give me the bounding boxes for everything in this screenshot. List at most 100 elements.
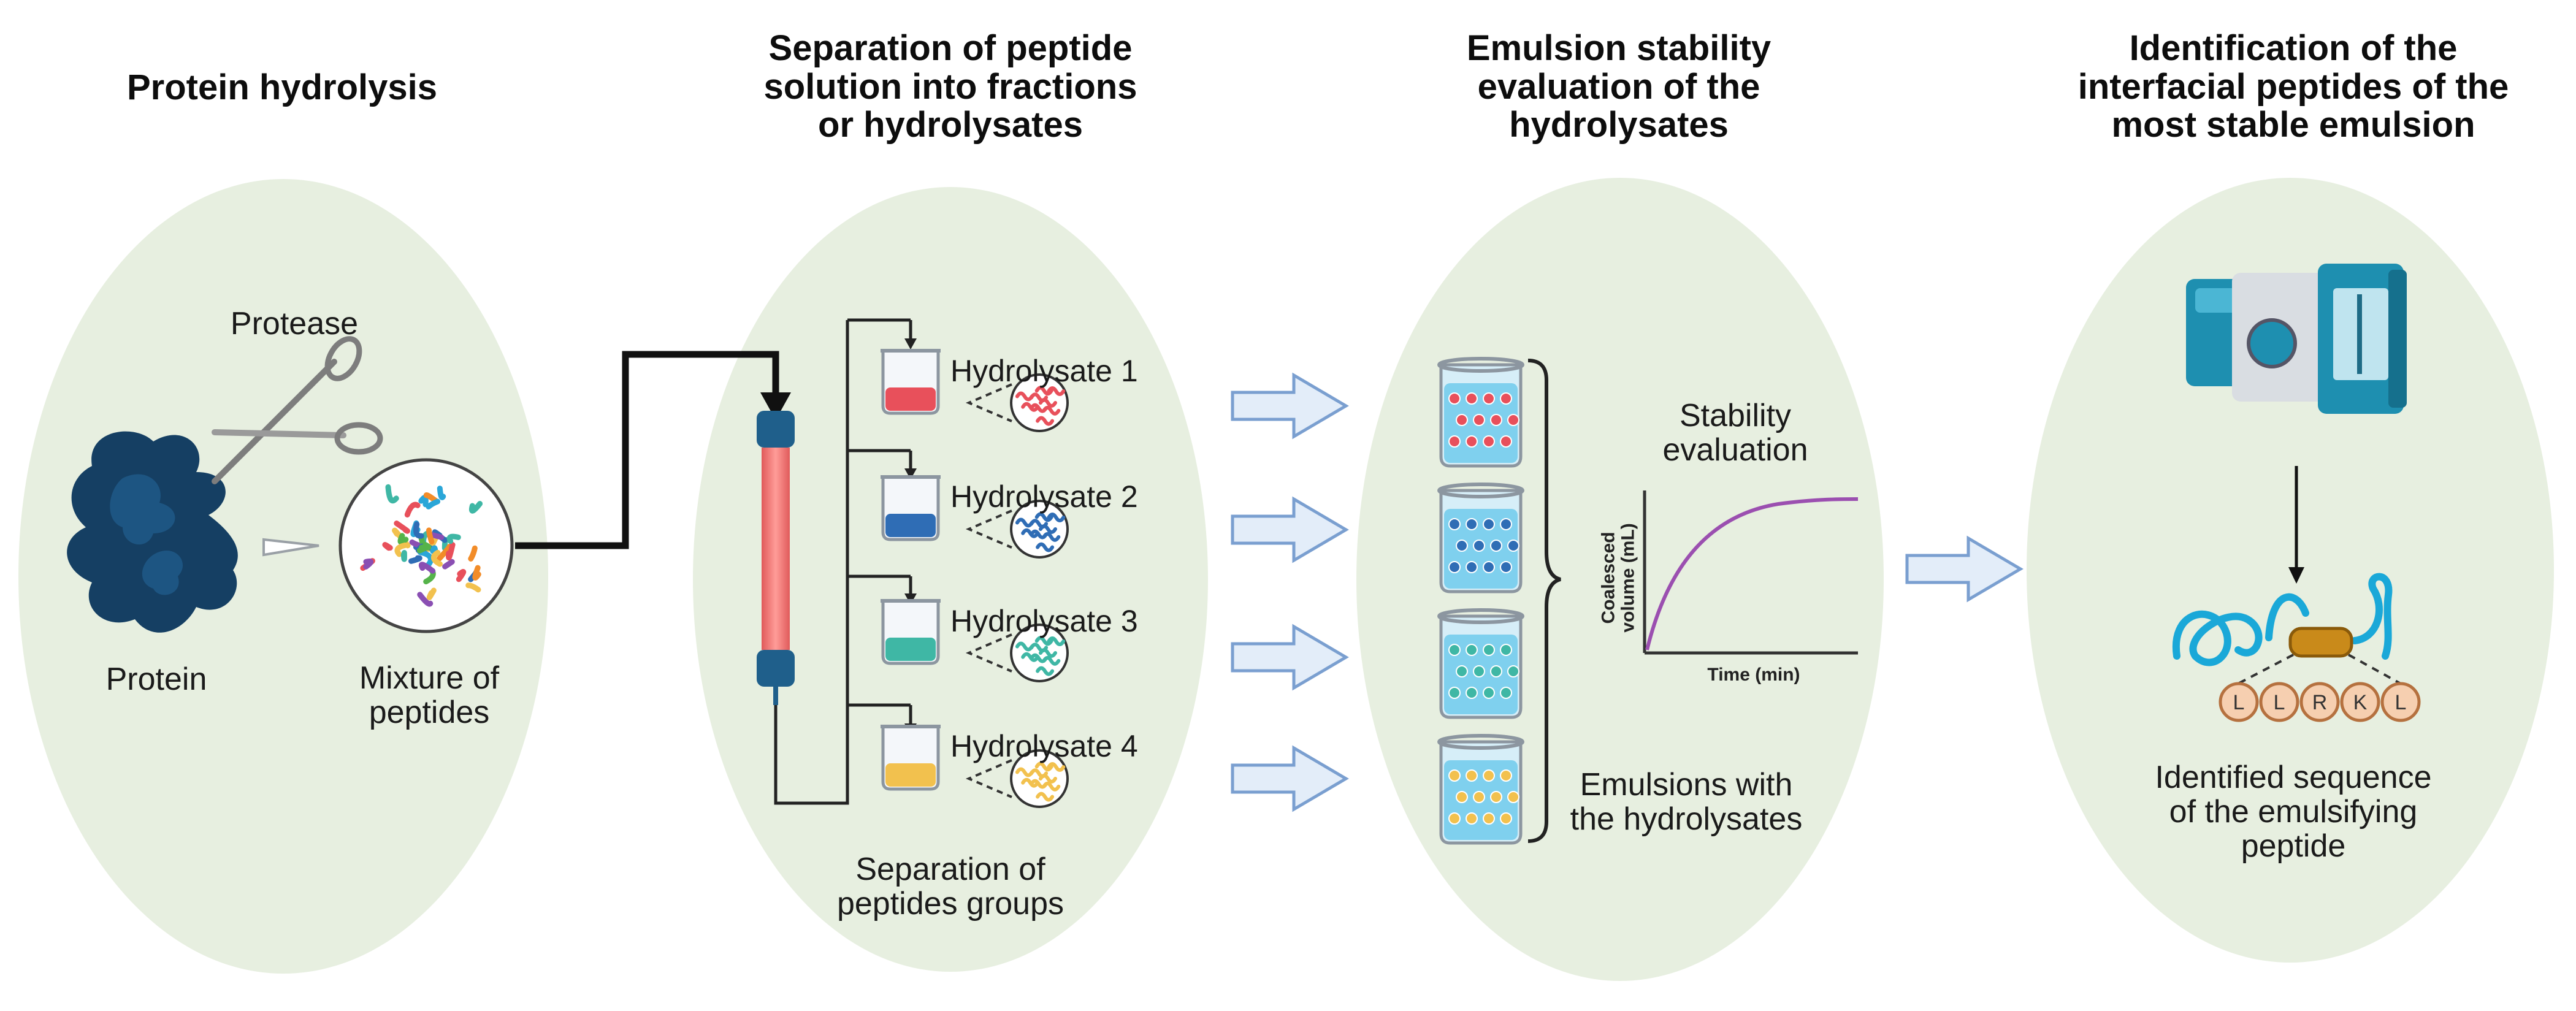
residue-letter: L xyxy=(2395,691,2407,714)
peptide-squiggle xyxy=(417,592,434,607)
stage-title-4: Identification of the interfacial peptid… xyxy=(2024,29,2563,145)
hydrolysate-label-3: Hydrolysate 3 xyxy=(950,604,1138,638)
peptide-squiggle xyxy=(408,555,422,564)
peptide-squiggle xyxy=(418,495,429,508)
hydrolysate-beaker-icon xyxy=(881,725,941,791)
stage-title-3-line: evaluation of the xyxy=(1477,66,1760,107)
peptide-squiggle xyxy=(382,541,393,551)
peptide-squiggle xyxy=(446,533,461,544)
emulsions-label: Emulsions with the hydrolysates xyxy=(1545,768,1827,836)
peptide-squiggle xyxy=(423,492,439,504)
peptide-squiggle xyxy=(468,545,478,562)
peptide-squiggle xyxy=(397,533,409,545)
block-arrow-4 xyxy=(1231,745,1349,812)
stage-title-2-line: or hydrolysates xyxy=(818,105,1083,145)
chromatography-column-icon xyxy=(757,411,795,705)
peptide-squiggle xyxy=(446,542,456,561)
protein-label: Protein xyxy=(105,662,207,697)
peptide-squiggle xyxy=(468,501,483,514)
stage-title-2-line: Separation of peptide xyxy=(768,28,1133,68)
hydrolysate-beaker-icon xyxy=(881,599,941,665)
peptide-squiggle xyxy=(426,527,435,545)
separation-footer-line: Separation of xyxy=(855,852,1045,887)
residue-letter: K xyxy=(2353,691,2368,714)
emulsions-label-line: the hydrolysates xyxy=(1570,801,1803,837)
residue-letter: R xyxy=(2312,691,2328,714)
residue-letter: L xyxy=(2274,691,2285,714)
panel2-ellipse xyxy=(693,187,1208,972)
peptide-squiggle xyxy=(418,562,436,574)
block-arrow-1 xyxy=(1231,372,1349,440)
peptide-core-icon xyxy=(2288,627,2353,658)
hydrolysate-label-2: Hydrolysate 2 xyxy=(950,479,1138,514)
emulsion-beaker-icon xyxy=(1437,734,1524,845)
block-arrow-5 xyxy=(1905,535,2024,603)
peptide-squiggle xyxy=(404,502,421,518)
stage-title-4-line: most stable emulsion xyxy=(2111,105,2475,145)
identification-arrowhead xyxy=(2288,567,2304,584)
peptide-squiggle xyxy=(385,484,399,504)
residue-bead-icon xyxy=(2380,682,2421,722)
peptide-zoom-icon xyxy=(1010,500,1069,559)
emulsion-beaker-icon xyxy=(1437,483,1524,593)
peptide-squiggle xyxy=(363,558,374,570)
peptide-squiggle xyxy=(456,569,467,582)
peptide-squiggle xyxy=(431,549,443,567)
caption-line: of the emulsifying xyxy=(2169,794,2418,830)
peptide-squiggle xyxy=(417,549,434,568)
stability-label-line: Stability xyxy=(1679,398,1792,433)
scissors-icon xyxy=(212,336,383,484)
peptide-chain-icon xyxy=(2172,573,2393,666)
hydrolysate-label-1: Hydrolysate 1 xyxy=(950,354,1138,388)
stability-label-line: evaluation xyxy=(1662,432,1808,468)
peptide-squiggle xyxy=(430,545,438,554)
flow-arrowhead xyxy=(760,392,791,420)
stage-title-2: Separation of peptide solution into frac… xyxy=(717,29,1183,145)
zoom-lines xyxy=(965,509,1012,549)
stage-title-4-line: Identification of the xyxy=(2129,28,2458,68)
identified-sequence-caption: Identified sequence of the emulsifying p… xyxy=(2128,760,2459,864)
peptide-squiggle xyxy=(472,565,481,581)
protein-blob-icon xyxy=(67,431,238,633)
peptide-squiggle xyxy=(465,582,481,593)
peptide-zoom-icon xyxy=(1010,373,1069,432)
stage-title-4-line: interfacial peptides of the xyxy=(2077,66,2509,107)
peptide-mixture-icon xyxy=(338,458,514,633)
emulsion-beaker-icon xyxy=(1437,357,1524,468)
caption-line: peptide xyxy=(2241,828,2346,864)
separation-footer: Separation of peptides groups xyxy=(797,852,1104,921)
mixture-label: Mixture of peptides xyxy=(331,661,527,730)
chart-y-label: Coalesced volume (mL) xyxy=(1599,486,1639,670)
block-arrows xyxy=(1231,372,2024,812)
block-arrow-2 xyxy=(1231,496,1349,563)
stage-title-2-line: solution into fractions xyxy=(763,66,1137,107)
stage-title-1-line: Protein hydrolysis xyxy=(126,67,438,107)
caption-line: Identified sequence xyxy=(2155,760,2432,795)
stage-title-1: Protein hydrolysis xyxy=(67,67,497,107)
peptide-squiggle xyxy=(426,587,437,600)
peptide-zoom-icon xyxy=(1010,624,1069,682)
chart-y-label-line: Coalesced xyxy=(1598,532,1619,624)
mixture-label-line: peptides xyxy=(369,695,490,731)
protease-label: Protease xyxy=(230,306,359,341)
mixture-label-line: Mixture of xyxy=(359,660,500,696)
peptide-squiggle xyxy=(426,498,441,509)
hydrolysate-beaker-icon xyxy=(881,475,941,541)
chart-y-label-line: volume (mL) xyxy=(1618,523,1638,633)
peptide-squiggle xyxy=(394,542,408,557)
stability-chart xyxy=(1643,490,1859,655)
stage-title-3: Emulsion stability evaluation of the hyd… xyxy=(1392,29,1846,145)
peptide-squiggle xyxy=(413,521,424,539)
peptide-squiggle xyxy=(442,559,455,570)
transform-arrow-icon xyxy=(262,538,319,557)
fraction-manifold xyxy=(774,318,912,805)
residue-bead-icon xyxy=(2259,682,2299,722)
emulsions-label-line: Emulsions with xyxy=(1580,767,1793,803)
residue-bead-icon xyxy=(2219,682,2259,722)
peptide-squiggle xyxy=(416,544,429,554)
zoom-lines xyxy=(965,633,1012,673)
hydrolysate-label-4: Hydrolysate 4 xyxy=(950,729,1138,763)
mass-spectrometer-icon xyxy=(2186,264,2407,414)
stage-title-3-line: Emulsion stability xyxy=(1466,28,1771,68)
